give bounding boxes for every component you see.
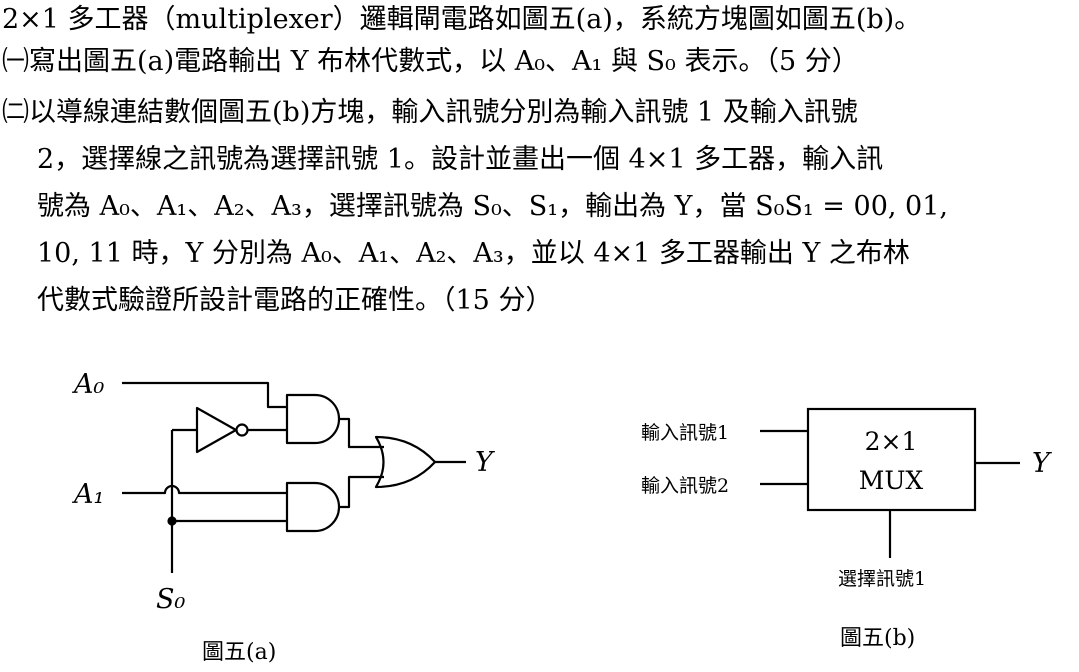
figure-a-circuit (122, 381, 466, 573)
wire-and2-to-or (339, 475, 384, 509)
junction-dot (167, 516, 177, 526)
select-label: 選擇訊號1 (838, 568, 926, 590)
wire-and1-to-or (339, 417, 384, 449)
mux-block (806, 407, 977, 512)
not-gate-bubble (235, 423, 249, 437)
or-gate (374, 435, 437, 489)
mux-label-line1: 2×1 (865, 427, 918, 456)
question-part2-line5: 代數式驗證所設計電路的正確性。（15 分） (37, 285, 553, 316)
mux-label-line2: MUX (859, 466, 924, 495)
not-gate (195, 406, 238, 454)
label-s0: S₀ (156, 584, 185, 615)
question-part2-line1: ㈡以導線連結數個圖五(b)方塊，輸入訊號分別為輸入訊號 1 及輸入訊號 (2, 97, 858, 128)
label-a0: A₀ (71, 369, 104, 400)
and-gate-1 (285, 393, 341, 445)
question-intro: 2×1 多工器（multiplexer）邏輯閘電路如圖五(a)，系統方塊圖如圖五… (2, 4, 922, 35)
input1-label: 輸入訊號1 (641, 422, 729, 444)
label-y-b: Y (1032, 448, 1052, 479)
caption-figure-a: 圖五(a) (202, 640, 276, 665)
caption-figure-b: 圖五(b) (840, 626, 915, 651)
wire-a1 (122, 484, 287, 495)
label-a1: A₁ (71, 479, 104, 510)
question-part2-line2: 2，選擇線之訊號為選擇訊號 1。設計並畫出一個 4×1 多工器，輸入訊 (37, 144, 884, 175)
question-part1: ㈠寫出圖五(a)電路輸出 Y 布林代數式，以 A₀、A₁ 與 S₀ 表示。（5 … (2, 46, 859, 77)
figure-b-block (760, 407, 1020, 558)
question-part2-line3: 號為 A₀、A₁、A₂、A₃，選擇訊號為 S₀、S₁，輸出為 Y，當 S₀S₁ … (37, 191, 948, 222)
input2-label: 輸入訊號2 (641, 475, 729, 497)
wire-a0 (122, 381, 287, 409)
question-part2-line4: 10, 11 時，Y 分別為 A₀、A₁、A₂、A₃，並以 4×1 多工器輸出 … (37, 238, 910, 269)
and-gate-2 (285, 481, 341, 533)
label-y-a: Y (475, 447, 495, 478)
